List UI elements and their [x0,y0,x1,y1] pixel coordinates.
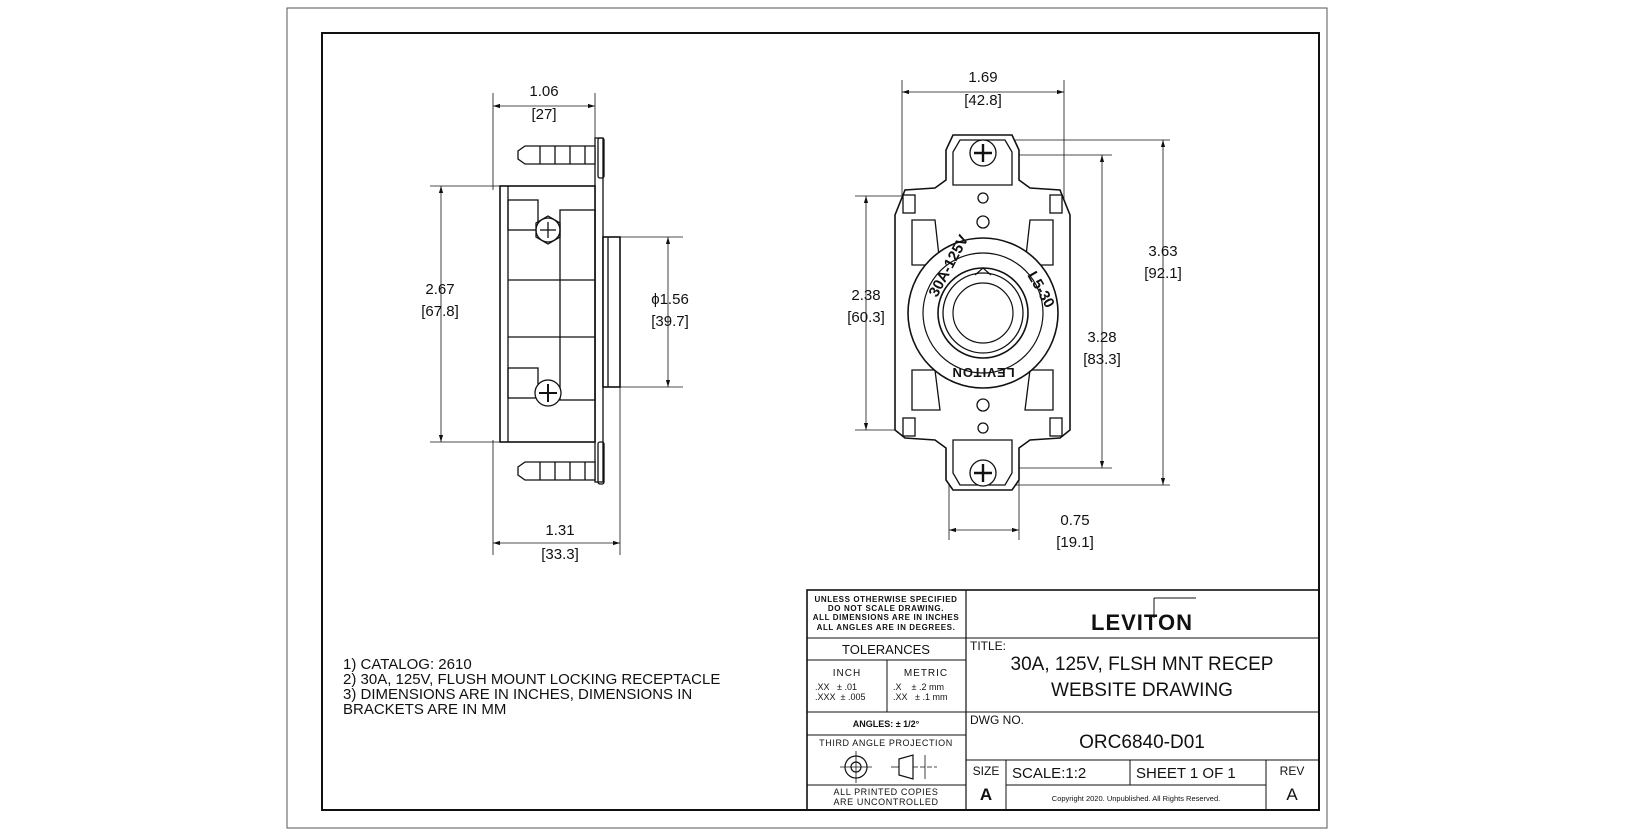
leviton-logo: LEVITON [1091,610,1193,635]
note-4: BRACKETS ARE IN MM [343,701,506,718]
inch-tol-2: .XXX ± .005 [815,692,865,702]
title-block-grid [806,589,1320,811]
dim-side-width-bottom: 1.31 [545,522,574,539]
inch-label: INCH [833,668,861,679]
size-label: SIZE [973,764,1000,778]
dim-side-diameter-mm: [39.7] [651,313,689,330]
title-line-1: 30A, 125V, FLSH MNT RECEP [1011,654,1274,675]
title-line-2: WEBSITE DRAWING [1051,680,1233,701]
sheet-value: SHEET 1 OF 1 [1136,765,1236,782]
scale-value: SCALE:1:2 [1012,765,1086,782]
dim-side-width-top: 1.06 [529,83,558,100]
unless-line-1: UNLESS OTHERWISE SPECIFIED [814,595,957,604]
dim-front-width-bottom: 0.75 [1060,512,1089,529]
dim-front-width-top: 1.69 [968,69,997,86]
metric-label: METRIC [904,668,948,679]
dim-side-diameter: ϕ1.56 [651,291,689,308]
size-value: A [980,785,992,804]
metric-tol-2: .XX ± .1 mm [893,692,947,702]
rev-label: REV [1280,764,1305,778]
note-3: 3) DIMENSIONS ARE IN INCHES, DIMENSIONS … [343,686,692,703]
front-view [855,80,1170,540]
dim-front-height-overall: 3.63 [1148,243,1177,260]
dim-side-height: 2.67 [425,281,454,298]
note-1: 1) CATALOG: 2610 [343,656,472,673]
dim-front-height-inner-mm: [60.3] [847,309,885,326]
projection-label: THIRD ANGLE PROJECTION [819,738,953,748]
rev-value: A [1286,785,1298,804]
inch-tol-1: .XX ± .01 [815,682,857,692]
dim-front-height-mounting-mm: [83.3] [1083,351,1121,368]
unless-line-2: DO NOT SCALE DRAWING. [828,604,944,613]
dwg-number: ORC6840-D01 [1079,732,1205,753]
dwg-label: DWG NO. [970,713,1024,727]
tolerances-label: TOLERANCES [842,642,930,657]
dim-front-height-inner: 2.38 [851,287,880,304]
angles-tolerance: ANGLES: ± 1/2° [853,719,920,729]
dim-front-width-bottom-mm: [19.1] [1056,534,1094,551]
metric-tol-1: .X ± .2 mm [893,682,944,692]
dim-side-width-top-mm: [27] [531,106,556,123]
unless-line-3: ALL DIMENSIONS ARE IN INCHES [813,613,960,622]
side-view [430,93,683,555]
copyright-notice: Copyright 2020. Unpublished. All Rights … [1052,794,1220,803]
dim-front-height-overall-mm: [92.1] [1144,265,1182,282]
dim-side-width-bottom-mm: [33.3] [541,546,579,563]
copies-line-1: ALL PRINTED COPIES [834,787,939,797]
note-2: 2) 30A, 125V, FLUSH MOUNT LOCKING RECEPT… [343,671,720,688]
brand-mark: LEVITON [951,365,1014,380]
dim-front-height-mounting: 3.28 [1087,329,1116,346]
dim-side-height-mm: [67.8] [421,303,459,320]
copies-line-2: ARE UNCONTROLLED [833,797,938,807]
outer-frame [286,7,1328,829]
dim-front-width-top-mm: [42.8] [964,92,1002,109]
title-label: TITLE: [970,639,1006,653]
unless-line-4: ALL ANGLES ARE IN DEGREES. [817,623,956,632]
